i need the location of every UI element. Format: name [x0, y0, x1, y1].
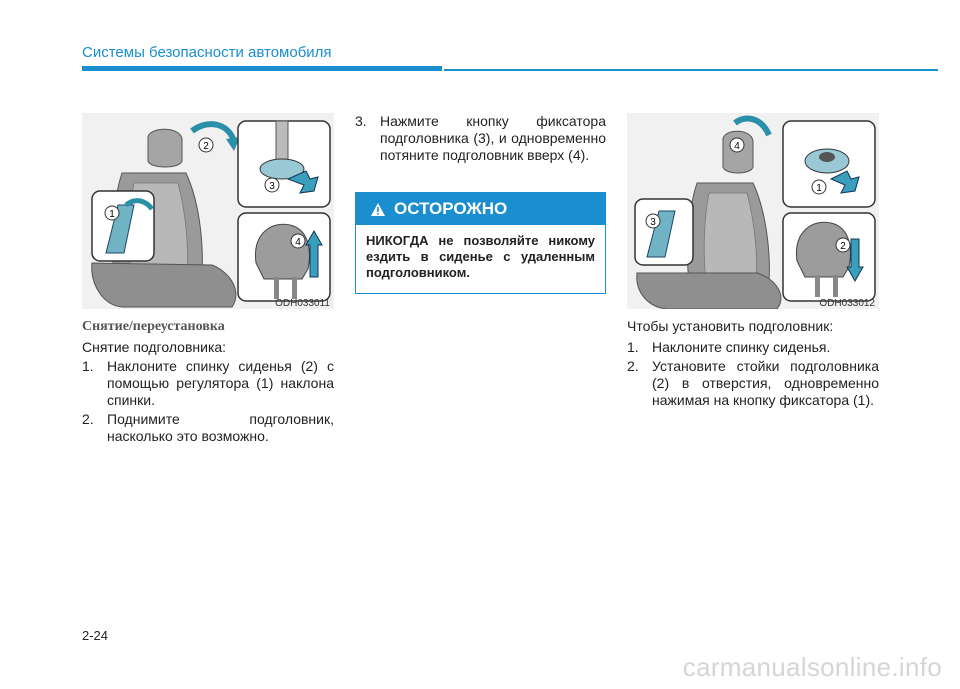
list-item: 3. Нажмите кнопку фиксатора подголовника… — [355, 113, 606, 164]
left-column: Снятие/переустановка Снятие подголовника… — [82, 318, 334, 447]
callout-4 — [290, 233, 306, 249]
seat-illustration-removal: 1 2 3 4 — [91, 120, 331, 308]
headrest-release-button-icon — [286, 170, 319, 194]
warning-header: ОСТОРОЖНО — [356, 193, 605, 225]
figure-headrest-removal: 1 2 3 4 ODH033011 — [82, 113, 334, 309]
curved-arrow-icon — [733, 115, 772, 137]
watermark: carmanualsonline.info — [682, 652, 942, 682]
figure-headrest-install: 1 2 3 4 ODH033012 — [627, 113, 879, 309]
list-number: 3. — [355, 113, 367, 129]
arrow-down-icon — [846, 238, 864, 283]
callout-2-label: 2 — [840, 241, 846, 252]
headrest-release-button-icon — [829, 170, 860, 194]
callout-4 — [729, 137, 745, 153]
callout-1 — [811, 179, 827, 195]
callout-4-label: 4 — [734, 141, 740, 152]
callout-2 — [835, 237, 851, 253]
callout-1-label: 1 — [816, 183, 822, 194]
header-rule-thin — [444, 69, 938, 71]
intro-text: Чтобы установить подголовник: — [627, 318, 834, 334]
arrow-up-icon — [305, 229, 323, 278]
list-text: Наклоните спинку сиденья. — [652, 339, 831, 355]
list-item: 1. Наклоните спинку сиденья. — [627, 339, 879, 356]
list-text: Поднимите подголовник, насколько это воз… — [107, 411, 334, 444]
list-item: 1. Наклоните спинку сиденья (2) с помощь… — [82, 358, 334, 409]
list-text: Установите стойки подголовника (2) в отв… — [652, 358, 879, 408]
list-text: Наклоните спинку сиденья (2) с помощью р… — [107, 358, 334, 408]
list-number: 1. — [82, 358, 94, 374]
curved-arrow-icon — [226, 137, 240, 151]
list-number: 2. — [82, 411, 94, 427]
figure-code: ODH033012 — [819, 298, 875, 309]
callout-3 — [264, 177, 280, 193]
warning-triangle-icon — [370, 202, 386, 217]
middle-column: 3. Нажмите кнопку фиксатора подголовника… — [355, 113, 606, 166]
subheading: Снятие/переустановка — [82, 319, 225, 334]
callout-4-label: 4 — [295, 237, 301, 248]
page-number: 2-24 — [82, 628, 109, 643]
callout-3-label: 3 — [650, 217, 656, 228]
callout-2-label: 2 — [203, 141, 209, 152]
list-number: 1. — [627, 339, 639, 355]
figure-code: ODH033011 — [275, 298, 330, 309]
header-rule-thick — [82, 66, 442, 71]
list-item: 2. Установите стойки подголовника (2) в … — [627, 358, 879, 409]
list-number: 2. — [627, 358, 639, 374]
right-column: Чтобы установить подголовник: 1. Наклони… — [627, 318, 879, 411]
intro-text: Снятие подголовника: — [82, 339, 227, 355]
seat-illustration-install: 1 2 3 4 — [634, 115, 876, 309]
warning-title: ОСТОРОЖНО — [394, 199, 508, 218]
section-title: Системы безопасности автомобиля — [82, 44, 332, 61]
warning-text: НИКОГДА не позволяйте никому ездить в си… — [366, 233, 595, 280]
list-text: Нажмите кнопку фиксатора подголовника (3… — [380, 113, 606, 163]
callout-1 — [104, 205, 120, 221]
list-item: 2. Поднимите подголовник, насколько это … — [82, 411, 334, 445]
warning-box: ОСТОРОЖНО НИКОГДА не позволяйте никому е… — [355, 192, 606, 294]
callout-1-label: 1 — [109, 209, 115, 220]
callout-2 — [198, 137, 214, 153]
callout-3 — [645, 213, 661, 229]
callout-3-label: 3 — [269, 181, 275, 192]
